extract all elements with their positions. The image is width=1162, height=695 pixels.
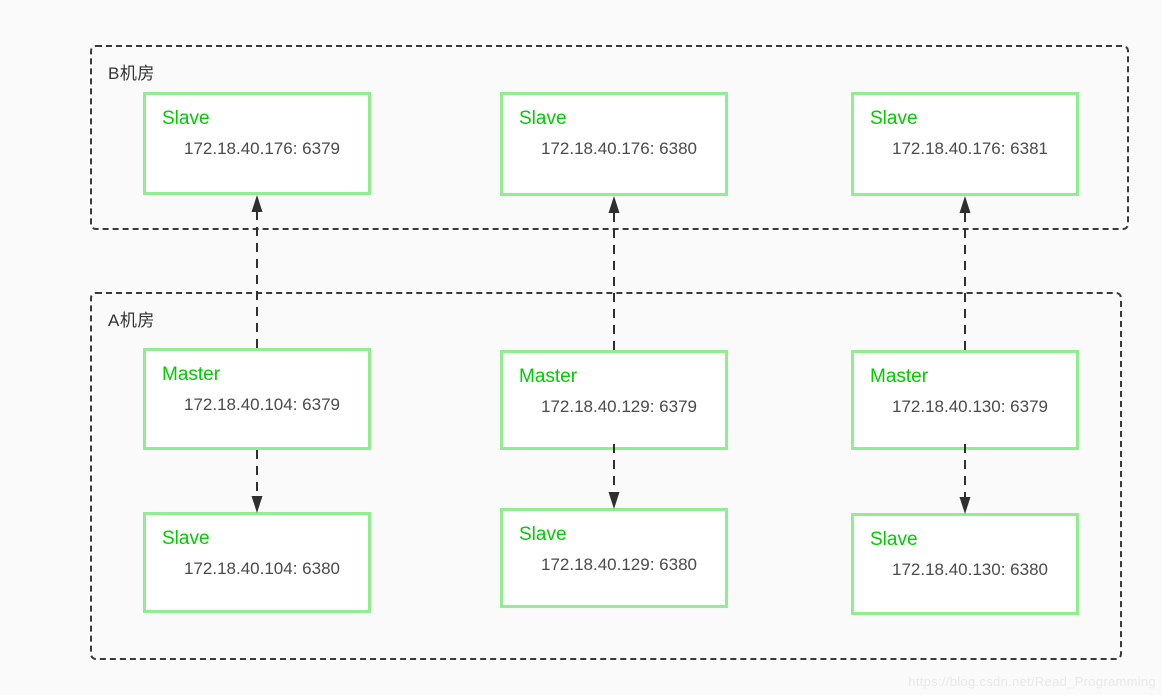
node-master-130: Master 172.18.40.130: 6379 <box>851 350 1079 450</box>
node-address: 172.18.40.104: 6379 <box>184 395 340 414</box>
node-address: 172.18.40.129: 6380 <box>541 555 697 574</box>
node-address: 172.18.40.176: 6379 <box>184 139 340 158</box>
node-role-label: Slave <box>870 529 918 550</box>
node-master-129: Master 172.18.40.129: 6379 <box>500 350 728 450</box>
node-role-label: Master <box>870 366 929 387</box>
room-a-label: A机房 <box>108 311 155 330</box>
node-role-label: Master <box>162 364 221 385</box>
node-address: 172.18.40.176: 6381 <box>892 139 1048 158</box>
node-slave-b-6380: Slave 172.18.40.176: 6380 <box>500 92 728 196</box>
node-role-label: Slave <box>162 528 210 549</box>
node-slave-a-130: Slave 172.18.40.130: 6380 <box>851 513 1079 615</box>
node-role-label: Master <box>519 366 578 387</box>
node-address: 172.18.40.104: 6380 <box>184 559 340 578</box>
node-address: 172.18.40.176: 6380 <box>541 139 697 158</box>
node-role-label: Slave <box>162 108 210 129</box>
watermark-text: https://blog.csdn.net/Read_Programming <box>908 674 1156 689</box>
node-role-label: Slave <box>519 524 567 545</box>
node-slave-a-129: Slave 172.18.40.129: 6380 <box>500 508 728 608</box>
room-b-label: B机房 <box>108 64 155 83</box>
room-b-container: B机房 <box>90 45 1129 230</box>
node-slave-a-104: Slave 172.18.40.104: 6380 <box>143 512 371 613</box>
node-address: 172.18.40.129: 6379 <box>541 397 697 416</box>
node-role-label: Slave <box>870 108 918 129</box>
node-address: 172.18.40.130: 6380 <box>892 560 1048 579</box>
node-address: 172.18.40.130: 6379 <box>892 397 1048 416</box>
room-a-container: A机房 <box>90 292 1122 660</box>
node-slave-b-6381: Slave 172.18.40.176: 6381 <box>851 92 1079 196</box>
node-slave-b-6379: Slave 172.18.40.176: 6379 <box>143 92 371 195</box>
node-role-label: Slave <box>519 108 567 129</box>
node-master-104: Master 172.18.40.104: 6379 <box>143 348 371 450</box>
